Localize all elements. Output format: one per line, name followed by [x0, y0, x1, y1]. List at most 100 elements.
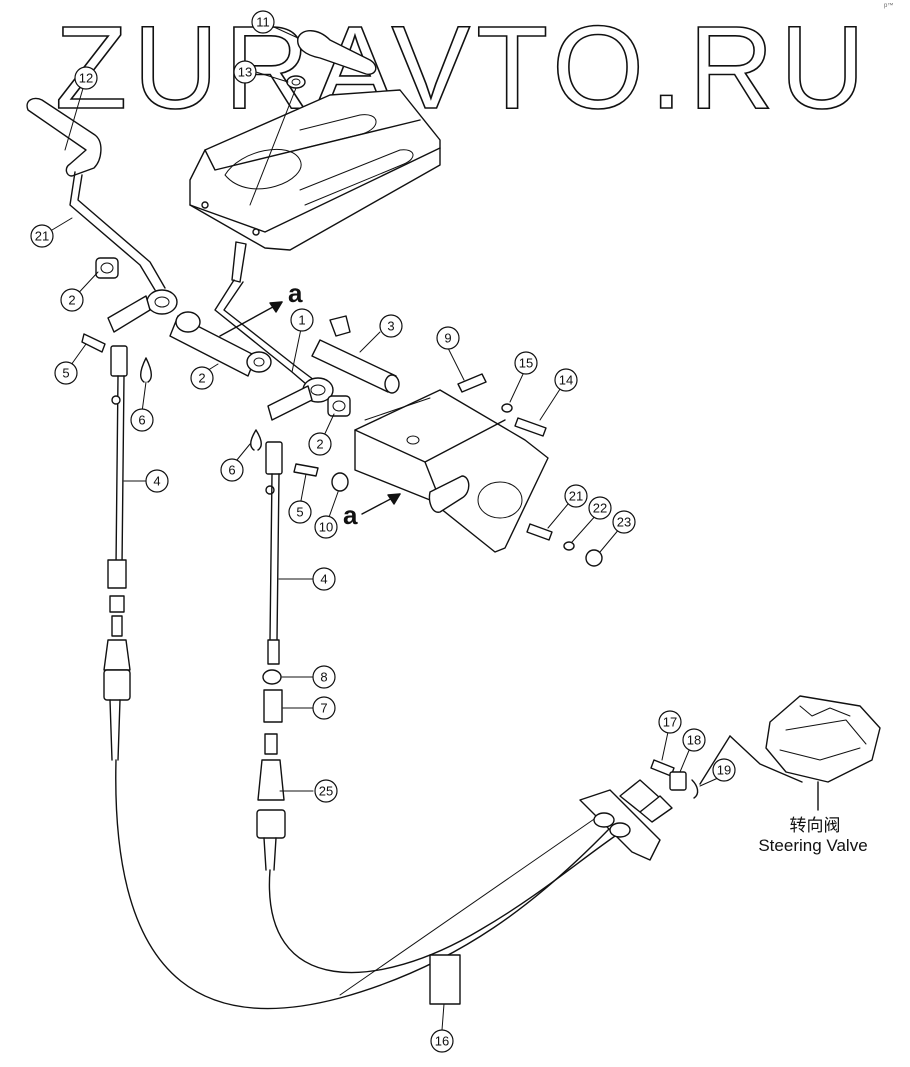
link-part-3: [311, 315, 400, 394]
svg-text:14: 14: [559, 373, 573, 388]
svg-text:23: 23: [617, 515, 631, 530]
pin-part-5-left: [81, 333, 106, 353]
bushing-part-2-center: [327, 395, 351, 417]
callout-6-b: 6: [220, 458, 244, 482]
callout-2-b: 2: [190, 366, 214, 390]
svg-text:15: 15: [519, 356, 533, 371]
shaft-assembly-2: [169, 311, 272, 377]
callout-21: 21: [30, 224, 54, 248]
bracket-block: [354, 389, 549, 553]
svg-text:17: 17: [663, 715, 677, 730]
nut-part-24: [585, 549, 603, 567]
console-cover: [189, 89, 441, 251]
arrow-a-lower: [361, 493, 401, 515]
bolt-part-14: [514, 417, 547, 437]
callout-7: 7: [312, 696, 336, 720]
callout-5-a: 5: [54, 361, 78, 385]
svg-text:13: 13: [238, 65, 252, 80]
lever-part-1: [214, 241, 334, 421]
svg-text:7: 7: [320, 701, 327, 716]
callout-12: 12: [74, 66, 98, 90]
leader-line-bracket: [364, 397, 431, 421]
svg-text:2: 2: [316, 437, 323, 452]
clevis-part-18: [669, 771, 687, 791]
clip-part-19: [691, 779, 699, 799]
callout-15: 15: [514, 351, 538, 375]
svg-text:5: 5: [296, 505, 303, 520]
svg-text:11: 11: [256, 15, 270, 30]
svg-text:21: 21: [35, 229, 49, 244]
callout-24: 23: [612, 510, 636, 534]
rod-part-4-left: [107, 345, 128, 589]
svg-text:19: 19: [717, 763, 731, 778]
svg-text:22: 22: [593, 501, 607, 516]
svg-text:1: 1: [298, 313, 305, 328]
nut-part-10: [331, 472, 349, 492]
knob-part-11: [297, 30, 377, 75]
svg-text:10: 10: [319, 520, 333, 535]
svg-text:8: 8: [320, 670, 327, 685]
clip-part-6-center: [249, 429, 263, 451]
cable-routing-16: [115, 759, 619, 1010]
fitting-part-9: [457, 373, 487, 393]
callout-3: 3: [379, 314, 403, 338]
bolt-part-22: [526, 523, 553, 541]
svg-text:25: 25: [319, 784, 333, 799]
watermark-text: ZURAVTO.RU: [55, 2, 871, 134]
arrow-label-upper: a: [288, 278, 303, 308]
valve-bracket: [579, 779, 673, 861]
arrow-label-lower: a: [343, 500, 358, 530]
steering-valve-block: [699, 695, 881, 811]
coupler-part-7: [263, 689, 283, 723]
steering-valve-label-en: Steering Valve: [758, 836, 867, 855]
svg-text:4: 4: [320, 572, 327, 587]
callout-2-c: 2: [308, 432, 332, 456]
callout-16: 16: [430, 1029, 454, 1053]
callout-19: 19: [712, 758, 736, 782]
svg-text:5: 5: [62, 366, 69, 381]
callout-23: 22: [588, 496, 612, 520]
callout-8: 8: [312, 665, 336, 689]
washer-part-23: [563, 541, 575, 551]
arrow-a-upper: [219, 301, 283, 337]
lever-part-21: [26, 97, 178, 333]
callout-17: 17: [658, 710, 682, 734]
corner-mark: p™: [884, 2, 893, 9]
svg-text:18: 18: [687, 733, 701, 748]
svg-text:21: 21: [569, 489, 583, 504]
callout-10: 10: [314, 515, 338, 539]
nut-part-8: [262, 669, 282, 685]
svg-text:9: 9: [444, 331, 451, 346]
nut-part-13: [286, 75, 306, 89]
pin-part-5-center: [293, 463, 319, 477]
callout-22: 21: [564, 484, 588, 508]
svg-text:4: 4: [153, 474, 160, 489]
svg-text:6: 6: [138, 413, 145, 428]
bushing-part-2-upper-left: [95, 257, 119, 279]
callout-1: 1: [290, 308, 314, 332]
callout-14: 14: [554, 368, 578, 392]
clip-part-6-left: [139, 357, 153, 383]
rod-part-4-center: [265, 441, 283, 665]
svg-text:12: 12: [79, 71, 93, 86]
svg-text:6: 6: [228, 463, 235, 478]
callout-2-a: 2: [60, 288, 84, 312]
callout-4-b: 4: [312, 567, 336, 591]
svg-text:3: 3: [387, 319, 394, 334]
callout-6-a: 6: [130, 408, 154, 432]
cable-end-left: [103, 595, 131, 761]
steering-valve-label-cn: 转向阀: [790, 816, 841, 835]
svg-text:2: 2: [68, 293, 75, 308]
callout-18: 18: [682, 728, 706, 752]
callout-11: 11: [251, 10, 275, 34]
callout-9: 9: [436, 326, 460, 350]
callout-4-a: 4: [145, 469, 169, 493]
svg-text:16: 16: [435, 1034, 449, 1049]
washer-part-15: [501, 403, 513, 413]
svg-text:2: 2: [198, 371, 205, 386]
callout-13: 13: [233, 60, 257, 84]
callout-25: 25: [314, 779, 338, 803]
cable-part-25: [256, 733, 286, 871]
callout-5-b: 5: [288, 500, 312, 524]
